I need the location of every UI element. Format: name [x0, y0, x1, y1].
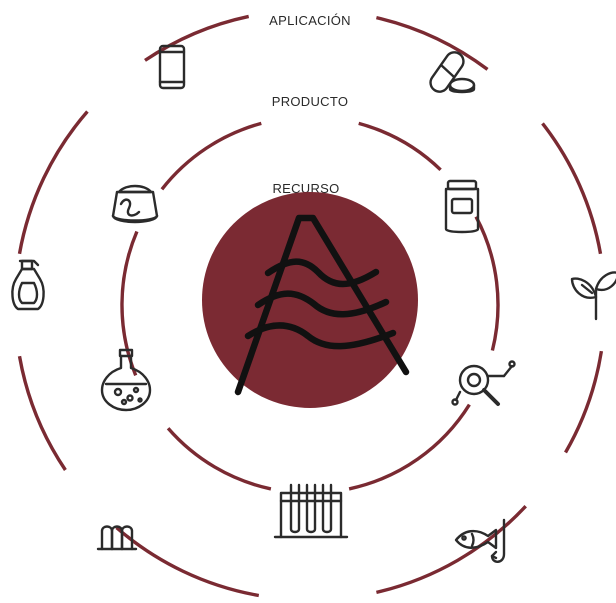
middle-ring-arc-5 [120, 230, 139, 377]
test-tubes-rack-icon [273, 483, 349, 539]
logo-a-waves-icon [234, 214, 410, 396]
middle-ring-arc-6 [160, 121, 262, 191]
middle-ring-arc-1 [358, 121, 442, 172]
outer-ring-arc-8 [144, 14, 250, 62]
chemistry-flask-icon [100, 348, 152, 412]
plant-sprout-icon [570, 271, 616, 321]
middle-ring-arc-4 [166, 427, 272, 491]
outer-ring-arc-1 [376, 15, 489, 71]
powder-bag-icon [111, 184, 159, 224]
inner-ring-label: RECURSO [272, 181, 339, 196]
middle-ring [120, 121, 500, 491]
jar-icon [444, 179, 480, 234]
fish-hook-icon [454, 518, 506, 563]
lotion-bottle-icon [11, 259, 45, 311]
middle-ring-arc-3 [348, 403, 471, 491]
outer-ring-label: APLICACIÓN [269, 13, 351, 28]
gummy-candy-icon [96, 525, 138, 551]
center-resource-circle [202, 192, 418, 408]
outer-ring [17, 14, 604, 598]
outer-ring-arc-4 [376, 505, 527, 595]
middle-ring-arc-2 [474, 215, 500, 351]
outer-ring-arc-6 [17, 355, 67, 471]
pills-icon [429, 51, 476, 94]
magnifier-molecule-icon [451, 360, 516, 406]
outer-ring-arc-7 [17, 110, 89, 255]
outer-ring-arc-2 [541, 122, 603, 255]
outer-ring-arc-3 [564, 350, 604, 454]
middle-ring-label: PRODUCTO [272, 94, 349, 109]
smartphone-icon [158, 44, 186, 90]
outer-ring-arc-5 [115, 526, 260, 598]
